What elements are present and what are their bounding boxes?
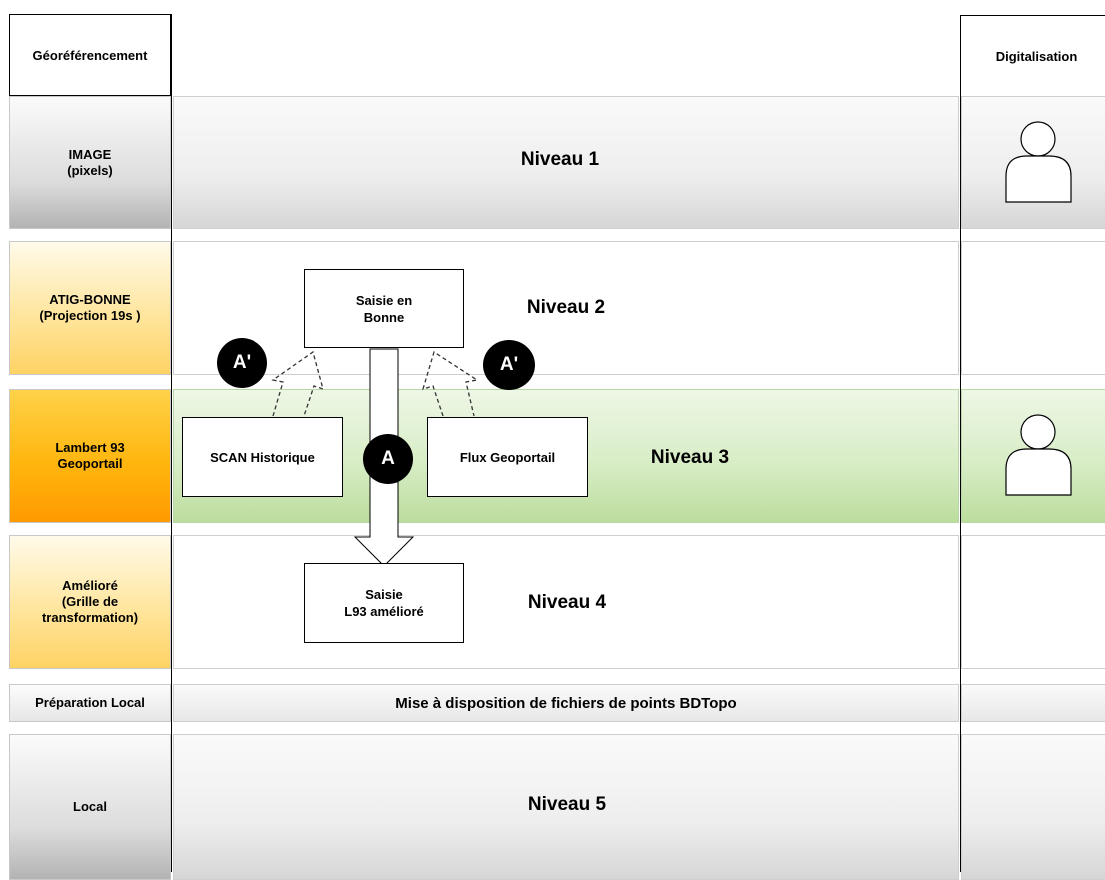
category-lambert-93: Lambert 93 Geoportail	[9, 389, 171, 523]
digitalisation-cell-4	[961, 535, 1105, 669]
box-scan-historique: SCAN Historique	[182, 417, 343, 497]
box-saisie-l93-ameliore: Saisie L93 amélioré	[304, 563, 464, 643]
digitalisation-cell-2	[961, 241, 1105, 375]
box-flux-geoportail: Flux Geoportail	[427, 417, 588, 497]
badge-a-prime-right: A'	[483, 340, 535, 390]
category-preparation-local: Préparation Local	[9, 684, 171, 722]
header-digitalisation: Digitalisation	[960, 15, 1105, 97]
digitalisation-cell-5	[961, 734, 1105, 880]
band-preparation	[173, 684, 959, 722]
header-georeferencement: Géoréférencement	[9, 14, 171, 96]
category-atig-bonne: ATIG-BONNE (Projection 19s )	[9, 241, 171, 375]
right-column-divider	[960, 15, 961, 872]
category-image-pixels: IMAGE (pixels)	[9, 96, 171, 229]
level-niveau-1: Niveau 1	[520, 149, 600, 170]
dashed-arrow-left	[271, 350, 324, 417]
box-saisie-en-bonne: Saisie en Bonne	[304, 269, 464, 348]
left-column-divider	[171, 14, 172, 872]
level-niveau-2: Niveau 2	[526, 297, 606, 318]
category-local: Local	[9, 734, 171, 880]
band-niveau-1	[173, 96, 959, 229]
badge-a: A	[363, 434, 413, 484]
preparation-text: Mise à disposition de fichiers de points…	[395, 694, 737, 712]
digitalisation-cell-prep	[961, 684, 1105, 722]
category-ameliore: Amélioré (Grille de transformation)	[9, 535, 171, 669]
level-niveau-3: Niveau 3	[650, 447, 730, 468]
level-niveau-4: Niveau 4	[527, 592, 607, 613]
level-niveau-5: Niveau 5	[527, 794, 607, 815]
band-niveau-5	[173, 734, 959, 880]
dashed-arrow-right	[422, 350, 479, 417]
badge-a-prime-left: A'	[217, 338, 267, 388]
